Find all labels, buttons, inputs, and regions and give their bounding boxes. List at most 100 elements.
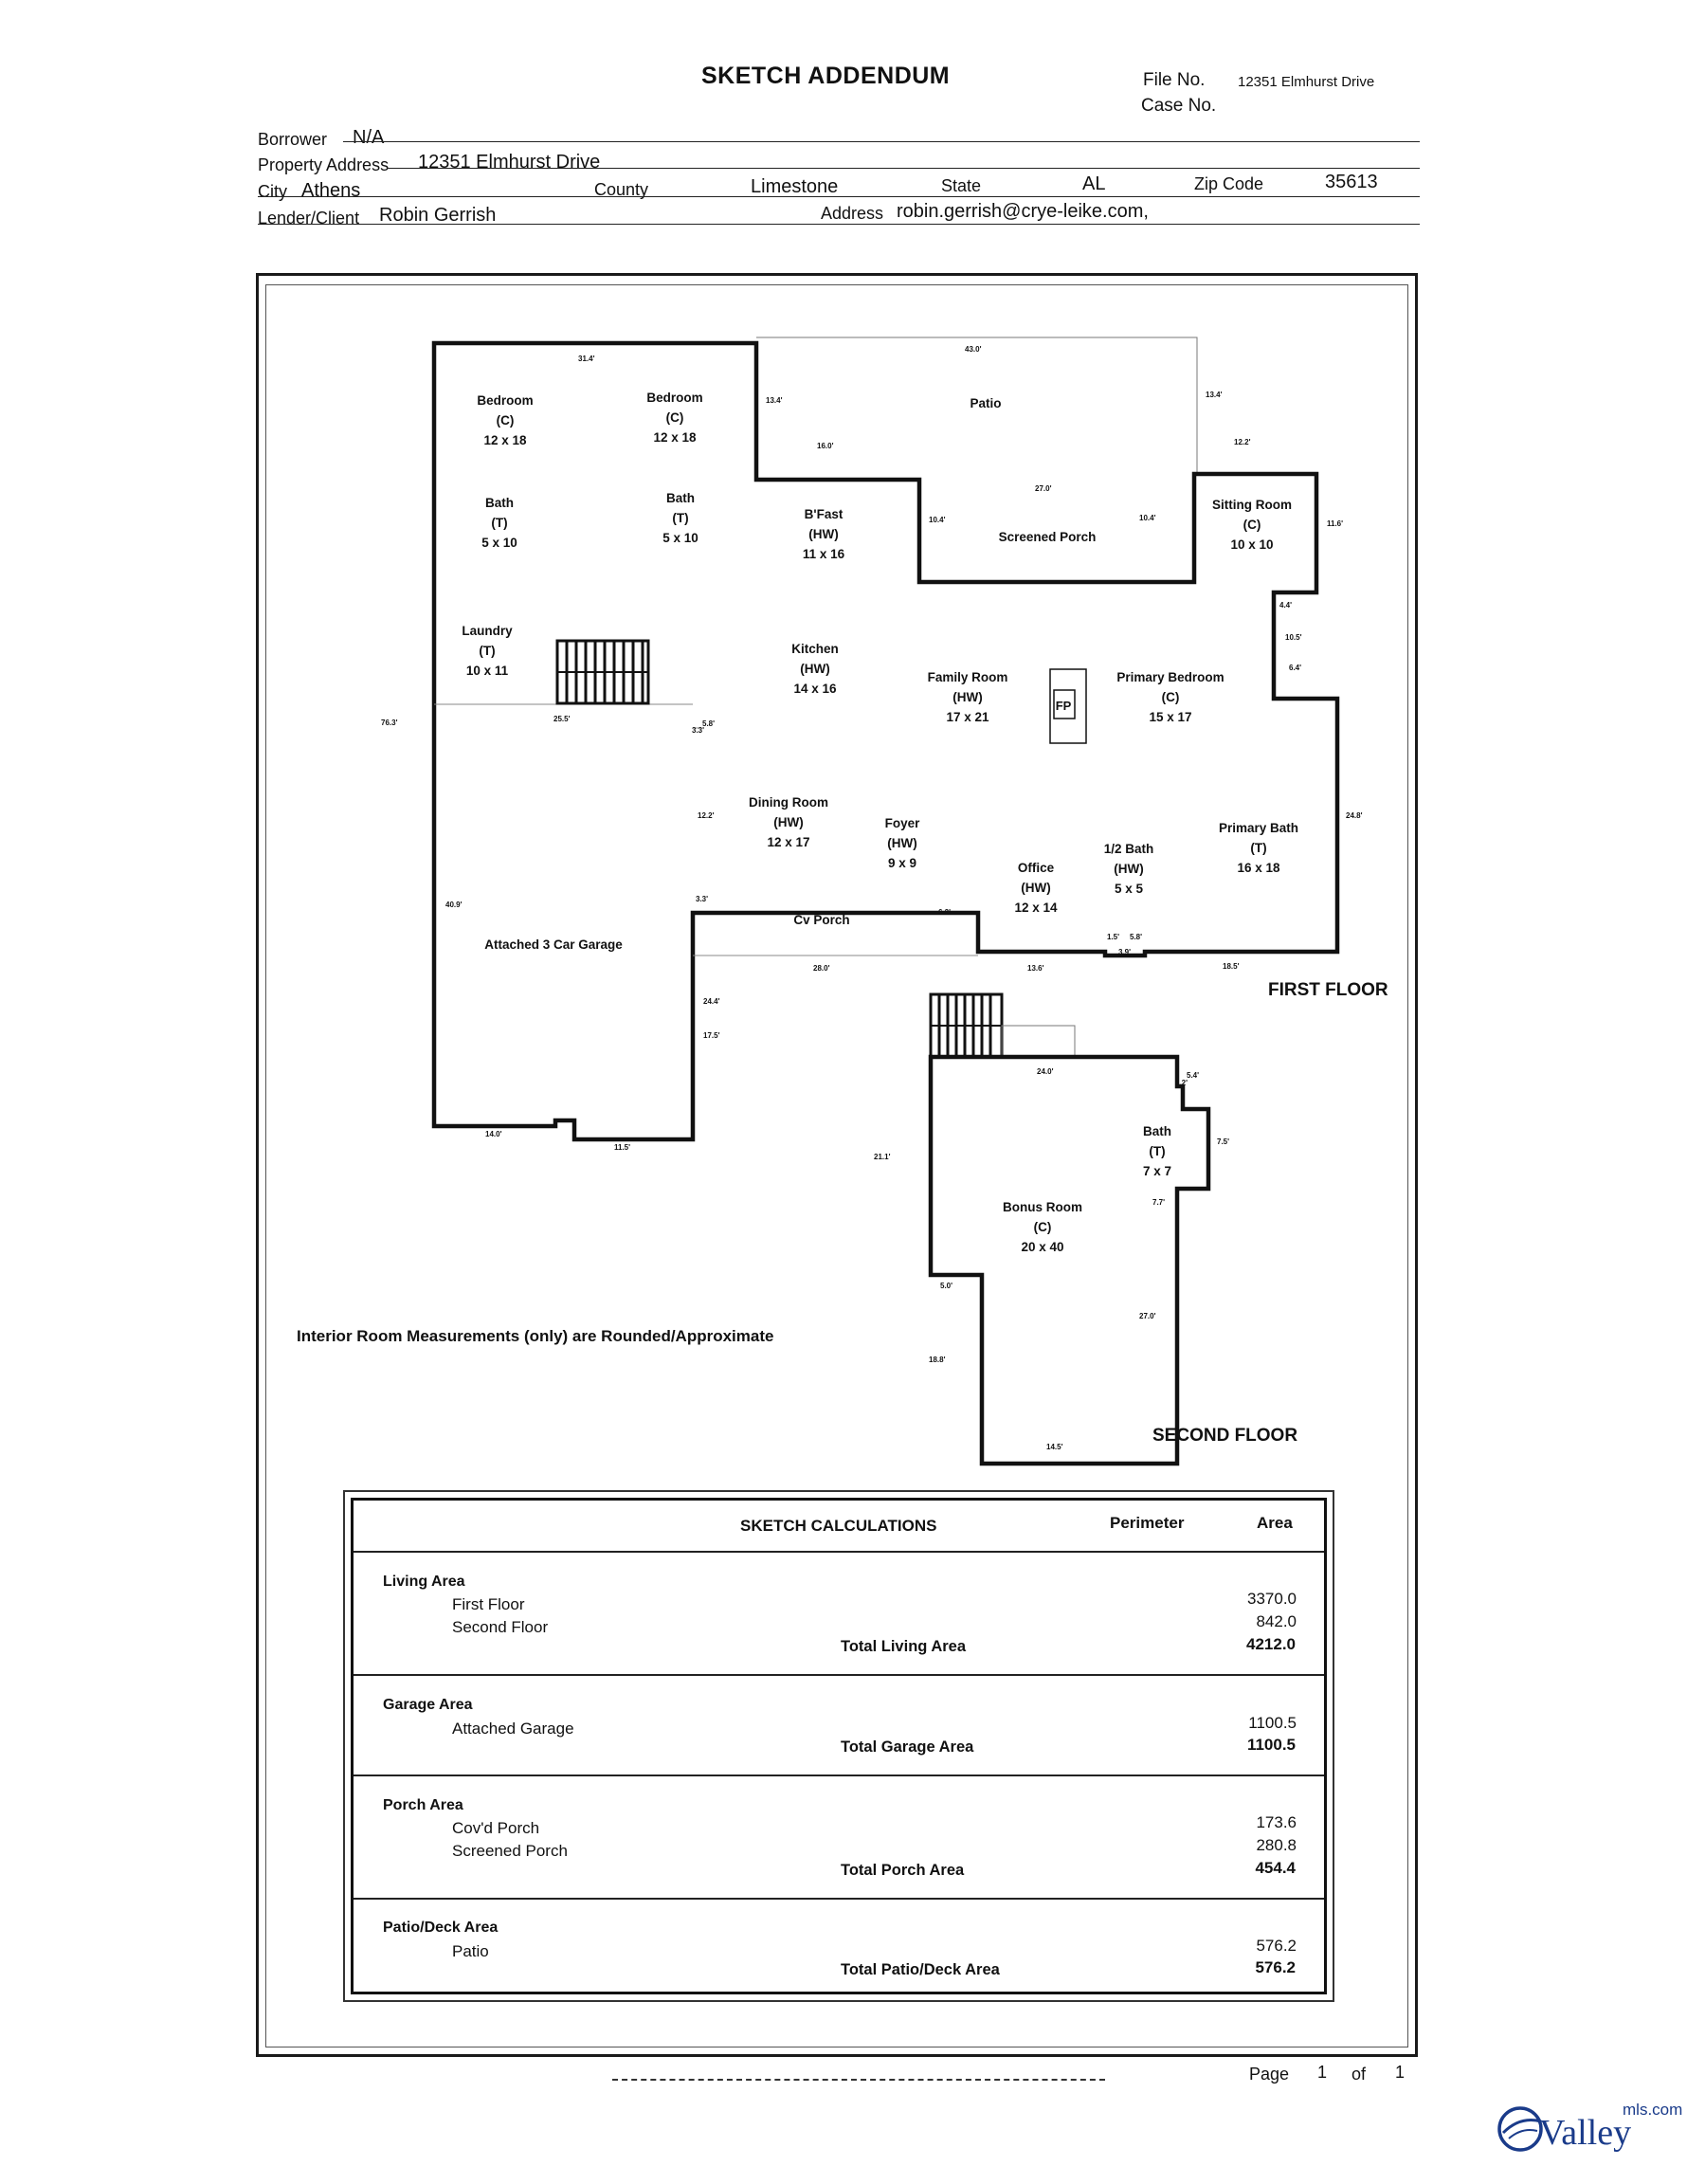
living-item-label: Second Floor (452, 1618, 549, 1636)
sketch-frame (256, 273, 1418, 2057)
patio-outline (756, 337, 1198, 474)
room-patio: Patio (970, 396, 1002, 410)
total-patio-label: Total Patio/Deck Area (841, 1961, 1000, 1978)
page-label: Page (1249, 2065, 1290, 2084)
dim-label: 24.8' (1346, 811, 1363, 820)
logo-brand-text: Valley (1539, 2113, 1632, 2153)
dim-label: 1.5' (1107, 933, 1120, 941)
dim-label: 11.5' (614, 1143, 631, 1152)
dim-label: 28.0' (813, 964, 830, 973)
lender-label: Lender/Client (258, 209, 360, 228)
room-bedroom-1: Bedroom(C)12 x 18 (477, 393, 534, 447)
borrower-value: N/A (353, 127, 385, 148)
room-half-bath: 1/2 Bath(HW)5 x 5 (1103, 842, 1154, 896)
room-upstairs-bath: Bath(T)7 x 7 (1142, 1124, 1172, 1178)
room-laundry: Laundry(T)10 x 11 (462, 624, 513, 678)
dim-label: 27.0' (1035, 484, 1052, 493)
city-rule (258, 196, 1420, 197)
room-bath-1: Bath(T)5 x 10 (481, 496, 517, 550)
room-bath-2: Bath(T)5 x 10 (662, 491, 698, 545)
dim-label: 18.5' (1223, 962, 1240, 971)
file-no-label: File No. (1143, 70, 1206, 90)
dim-label: 24.4' (703, 997, 720, 1006)
first-floor-outline (431, 340, 1340, 1142)
room-screened-porch: Screened Porch (998, 530, 1097, 544)
total-garage-label: Total Garage Area (841, 1738, 974, 1756)
property-address-label: Property Address (258, 155, 390, 174)
footer-rule (612, 2079, 1105, 2081)
living-area-group: Living Area (383, 1574, 465, 1590)
calculations-table (351, 1498, 1327, 1994)
calc-divider (354, 1551, 1324, 1553)
page-total: 1 (1395, 2063, 1406, 2082)
dim-label: 14.0' (485, 1130, 502, 1138)
dim-label: 43.0' (965, 345, 982, 354)
dim-label: 40.9' (445, 901, 463, 909)
stairs-icon (555, 639, 650, 705)
room-cv-porch: Cv Porch (793, 913, 850, 927)
dim-label: 5.8' (1130, 933, 1143, 941)
room-attached-garage: Attached 3 Car Garage (484, 937, 623, 952)
room-office: Office(HW)12 x 14 (1014, 861, 1058, 915)
fireplace-icon (1049, 668, 1087, 744)
property-rule (387, 168, 1420, 169)
dim-label: 10.4' (1139, 514, 1156, 522)
page-number: 1 (1317, 2063, 1328, 2082)
dim-label: 5.0' (940, 1282, 953, 1290)
dim-label: 6.4' (1289, 664, 1302, 672)
logo-suffix-text: mls.com (1623, 2101, 1683, 2119)
room-family-room: Family Room(HW)17 x 21 (927, 670, 1008, 724)
county-label: County (594, 180, 649, 199)
dim-label: 14.5' (1046, 1443, 1063, 1451)
valleymls-logo-icon: Valley mls.com (1490, 2101, 1683, 2157)
calc-divider (354, 1774, 1324, 1776)
patio-item-area: 576.2 (1256, 1937, 1297, 1955)
dim-label: 31.4' (578, 355, 595, 363)
city-value: Athens (301, 180, 361, 201)
patio-item-label: Patio (452, 1942, 489, 1960)
dim-label: 17.5' (703, 1031, 720, 1040)
calc-heading: SKETCH CALCULATIONS (740, 1517, 937, 1535)
second-floor-label: SECOND FLOOR (1152, 1426, 1298, 1446)
dim-label: 25.5' (553, 715, 571, 723)
living-item-label: First Floor (452, 1595, 525, 1613)
garage-item-area: 1100.5 (1248, 1714, 1297, 1732)
total-living-value: 4212.0 (1246, 1635, 1296, 1653)
address-label: Address (821, 204, 884, 223)
first-floor-label: FIRST FLOOR (1268, 980, 1388, 1000)
room-sitting-room: Sitting Room(C)10 x 10 (1212, 498, 1292, 552)
dim-label: 76.3' (381, 719, 398, 727)
room-dining-room: Dining Room(HW)12 x 17 (749, 795, 828, 849)
dim-label: 10.5' (1285, 633, 1302, 642)
room-bedroom-2: Bedroom(C)12 x 18 (646, 391, 703, 445)
dim-label: 16.0' (817, 442, 834, 450)
fireplace-label: FP (1055, 699, 1072, 713)
dim-label: 27.0' (1139, 1312, 1156, 1320)
dim-label: 7.5' (1217, 1138, 1230, 1146)
calc-divider (354, 1674, 1324, 1676)
property-address-value: 12351 Elmhurst Drive (418, 152, 601, 173)
borrower-label: Borrower (258, 130, 328, 149)
garage-area-group: Garage Area (383, 1697, 473, 1713)
county-value: Limestone (751, 176, 839, 197)
dim-label: 10.4' (929, 516, 946, 524)
dim-label: 24.0' (1037, 1067, 1054, 1076)
room-primary-bedroom: Primary Bedroom(C)15 x 17 (1116, 670, 1224, 724)
porch-item-area: 173.6 (1256, 1813, 1297, 1831)
area-header: Area (1257, 1514, 1293, 1532)
case-no-label: Case No. (1141, 96, 1217, 116)
dim-label: 4.4' (1279, 601, 1293, 610)
dim-label: 12.2' (1234, 438, 1251, 446)
dim-label: 18.8' (929, 1356, 946, 1364)
total-patio-value: 576.2 (1255, 1958, 1296, 1976)
room-kitchen: Kitchen(HW)14 x 16 (791, 642, 839, 696)
living-item-area: 3370.0 (1247, 1590, 1297, 1608)
zip-value: 35613 (1325, 172, 1378, 192)
zip-label: Zip Code (1194, 174, 1264, 193)
calculations-box (343, 1490, 1334, 2002)
dim-label: 12.2' (698, 811, 715, 820)
dim-label: 3.3' (692, 726, 705, 735)
room-bonus-room: Bonus Room(C)20 x 40 (1003, 1200, 1082, 1254)
garage-item-label: Attached Garage (452, 1720, 574, 1738)
